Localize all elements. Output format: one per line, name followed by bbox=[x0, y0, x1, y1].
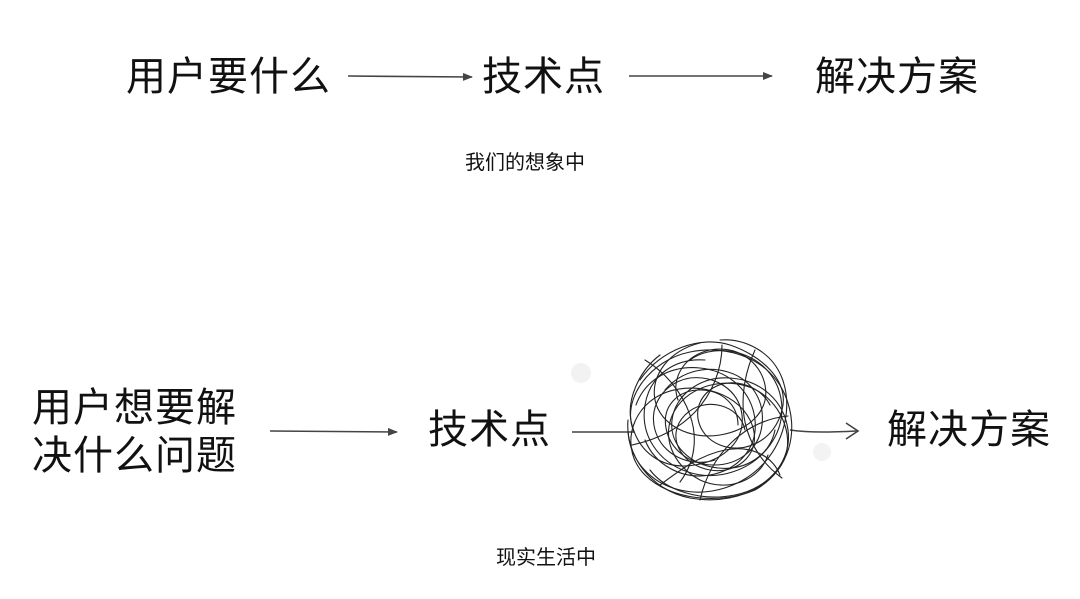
reality-arrow-out-of-tangle bbox=[789, 429, 858, 433]
tangle-scribble bbox=[627, 339, 793, 501]
imagined-step-tech: 技术点 bbox=[482, 54, 605, 100]
watermark-dot-right bbox=[813, 443, 831, 461]
imagined-step-solution: 解决方案 bbox=[815, 54, 979, 100]
reality-step-user-need: 用户想要解 决什么问题 bbox=[32, 384, 237, 480]
imagined-step-user-need: 用户要什么 bbox=[126, 54, 331, 100]
watermark-dot-left bbox=[571, 363, 591, 383]
imagined-caption: 我们的想象中 bbox=[465, 150, 585, 174]
reality-step-user-need-line2: 决什么问题 bbox=[32, 433, 237, 479]
imagined-arrow-1 bbox=[347, 72, 473, 81]
reality-step-solution: 解决方案 bbox=[887, 407, 1051, 453]
reality-step-user-need-line1: 用户想要解 bbox=[32, 385, 237, 431]
reality-arrow-out-head bbox=[845, 422, 860, 440]
reality-step-tech: 技术点 bbox=[428, 407, 551, 453]
reality-caption: 现实生活中 bbox=[496, 545, 596, 569]
reality-arrow-1 bbox=[269, 427, 398, 436]
